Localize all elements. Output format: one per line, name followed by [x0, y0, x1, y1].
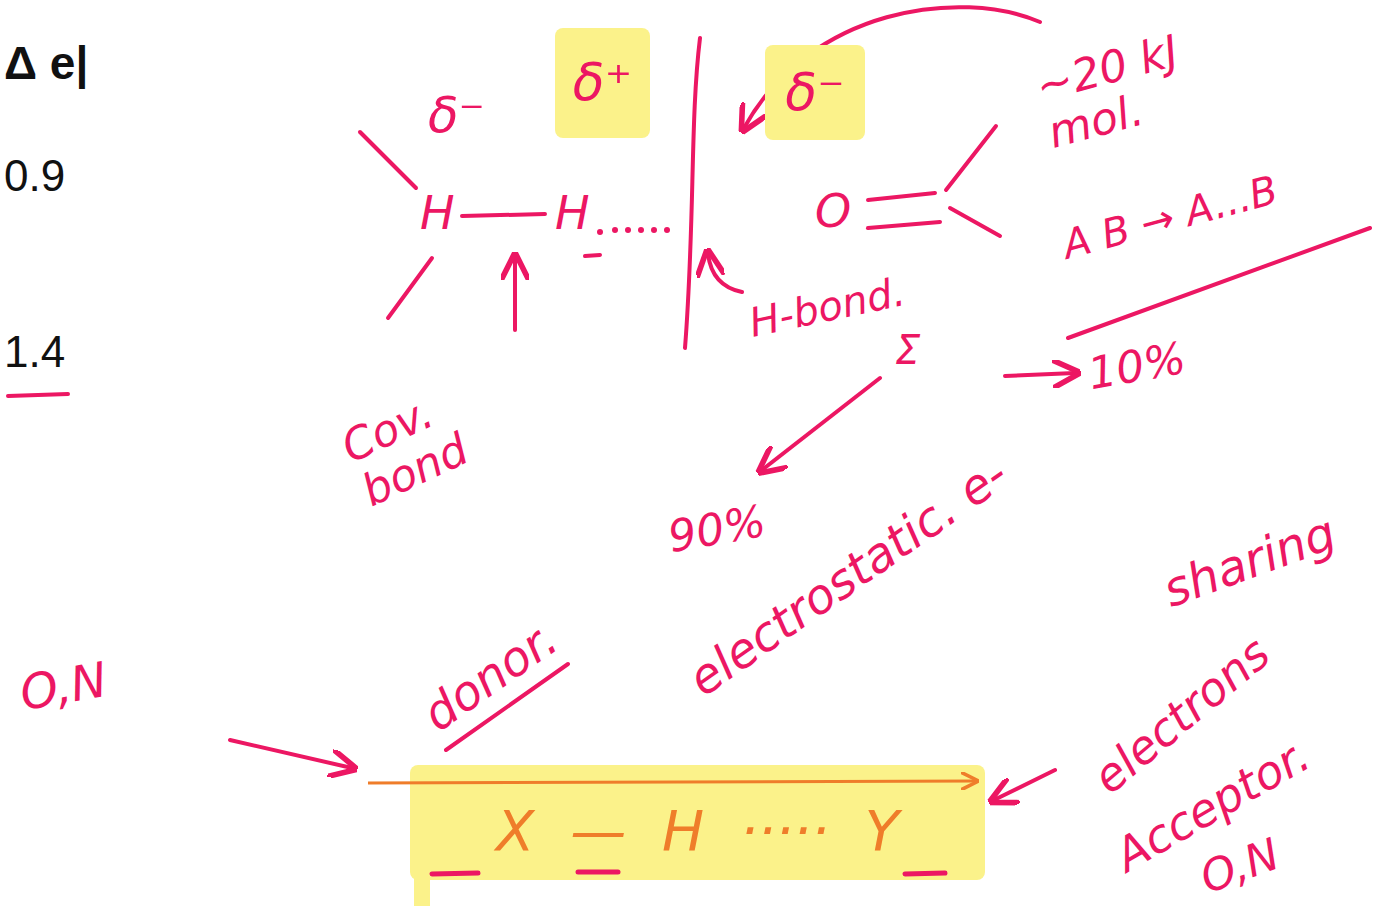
underline [585, 255, 600, 256]
dot [664, 227, 670, 233]
note: O,N [16, 653, 111, 720]
divider-line [685, 38, 700, 348]
dot [612, 227, 618, 233]
arrow [708, 254, 742, 292]
bond-line [360, 132, 416, 188]
note: H-bond. [745, 269, 909, 345]
highlight-box: δ⁻ [765, 45, 865, 140]
note: O,N [1194, 830, 1285, 903]
symbol: Σ [895, 328, 920, 372]
note: Cov. bond [335, 365, 512, 516]
arrow [1005, 373, 1075, 376]
note: sharing [1156, 506, 1342, 617]
node-text: δ⁻ [785, 64, 844, 121]
node-text: X — H ····· Y [496, 800, 899, 862]
arrow [744, 7, 1040, 128]
bond-line [950, 208, 1000, 236]
dot [638, 227, 644, 233]
arrow [513, 258, 517, 330]
arrow [230, 740, 352, 768]
node-text: δ⁺ [573, 54, 632, 111]
highlight-box: δ⁺ [555, 28, 650, 138]
atom-symbol: O [815, 186, 851, 237]
axis-heading: Δ e| [4, 38, 88, 89]
value: 0.9 [4, 152, 65, 200]
value: 1.4 [4, 328, 65, 376]
arrow [762, 378, 880, 470]
bond-line [946, 126, 996, 190]
underline [8, 394, 68, 396]
percentage: 10% [1085, 334, 1190, 399]
dot [651, 227, 657, 233]
bond-line [868, 222, 940, 228]
atom-symbol: H [420, 188, 455, 239]
dot [625, 227, 631, 233]
hbond-dots [597, 227, 670, 235]
charge-mark: δ⁻ [428, 88, 485, 143]
dot [597, 229, 603, 235]
note: donor. [413, 612, 566, 741]
atom-symbol: H [555, 188, 590, 239]
bond-line [462, 214, 545, 216]
bond-line [868, 193, 935, 200]
equation: A B → A...B [1058, 167, 1282, 266]
highlight-band: X — H ····· Y [410, 765, 985, 880]
note: electrostatic. e- [679, 447, 1017, 706]
percentage: 90% [665, 497, 770, 562]
bond-line [388, 258, 432, 318]
arrow [994, 770, 1055, 800]
note: ∼20 kJ mol. [1031, 15, 1240, 158]
